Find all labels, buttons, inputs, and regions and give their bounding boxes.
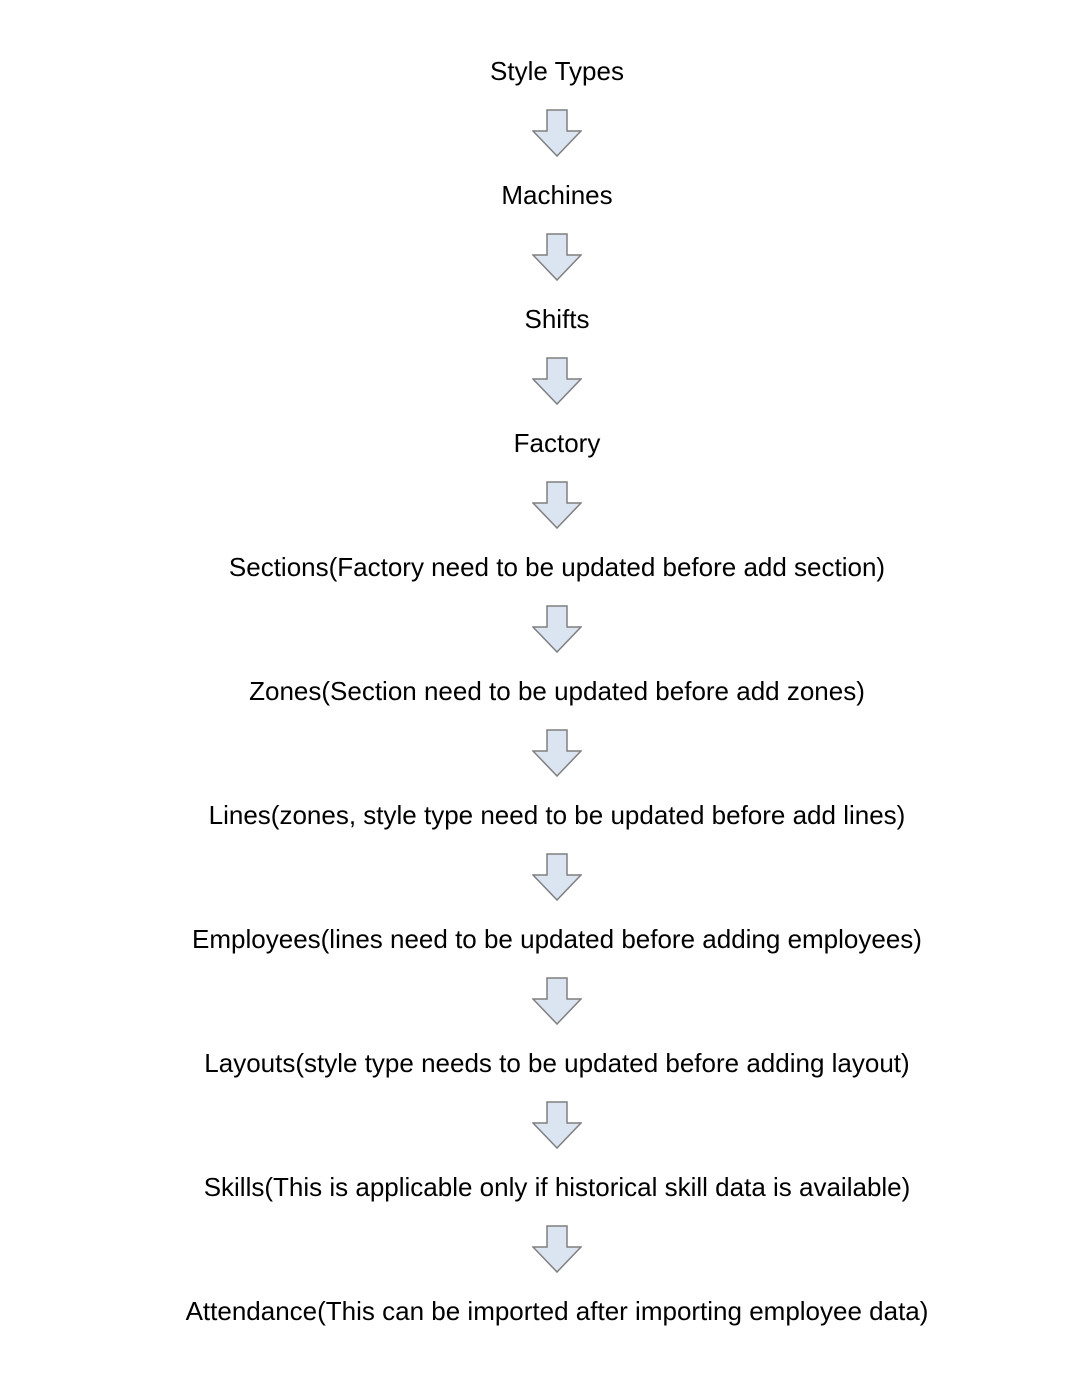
flow-step-label: Employees(lines need to be updated befor… bbox=[192, 924, 922, 954]
flow-step-label: Machines bbox=[501, 180, 613, 210]
down-arrow-icon bbox=[532, 729, 582, 777]
down-arrow-icon bbox=[532, 853, 582, 901]
flow-step-label: Sections(Factory need to be updated befo… bbox=[228, 552, 886, 582]
down-arrow-icon bbox=[532, 233, 582, 281]
down-arrow-icon bbox=[532, 1225, 582, 1273]
flow-step-label: Layouts(style type needs to be updated b… bbox=[204, 1048, 910, 1078]
flow-step-label: Zones(Section need to be updated before … bbox=[249, 676, 865, 706]
down-arrow-icon bbox=[532, 605, 582, 653]
flow-step-label: Shifts bbox=[524, 304, 590, 334]
flowchart: Style Types Machines Shifts Factory Sect… bbox=[185, 56, 929, 1326]
flow-step-label: Skills(This is applicable only if histor… bbox=[203, 1172, 911, 1202]
flow-step-label: Style Types bbox=[490, 56, 624, 86]
flow-step-label: Attendance(This can be imported after im… bbox=[185, 1296, 929, 1326]
down-arrow-icon bbox=[532, 977, 582, 1025]
down-arrow-icon bbox=[532, 109, 582, 157]
flow-step-label: Lines(zones, style type need to be updat… bbox=[208, 800, 906, 830]
down-arrow-icon bbox=[532, 357, 582, 405]
down-arrow-icon bbox=[532, 481, 582, 529]
flow-step-label: Factory bbox=[513, 428, 601, 458]
down-arrow-icon bbox=[532, 1101, 582, 1149]
